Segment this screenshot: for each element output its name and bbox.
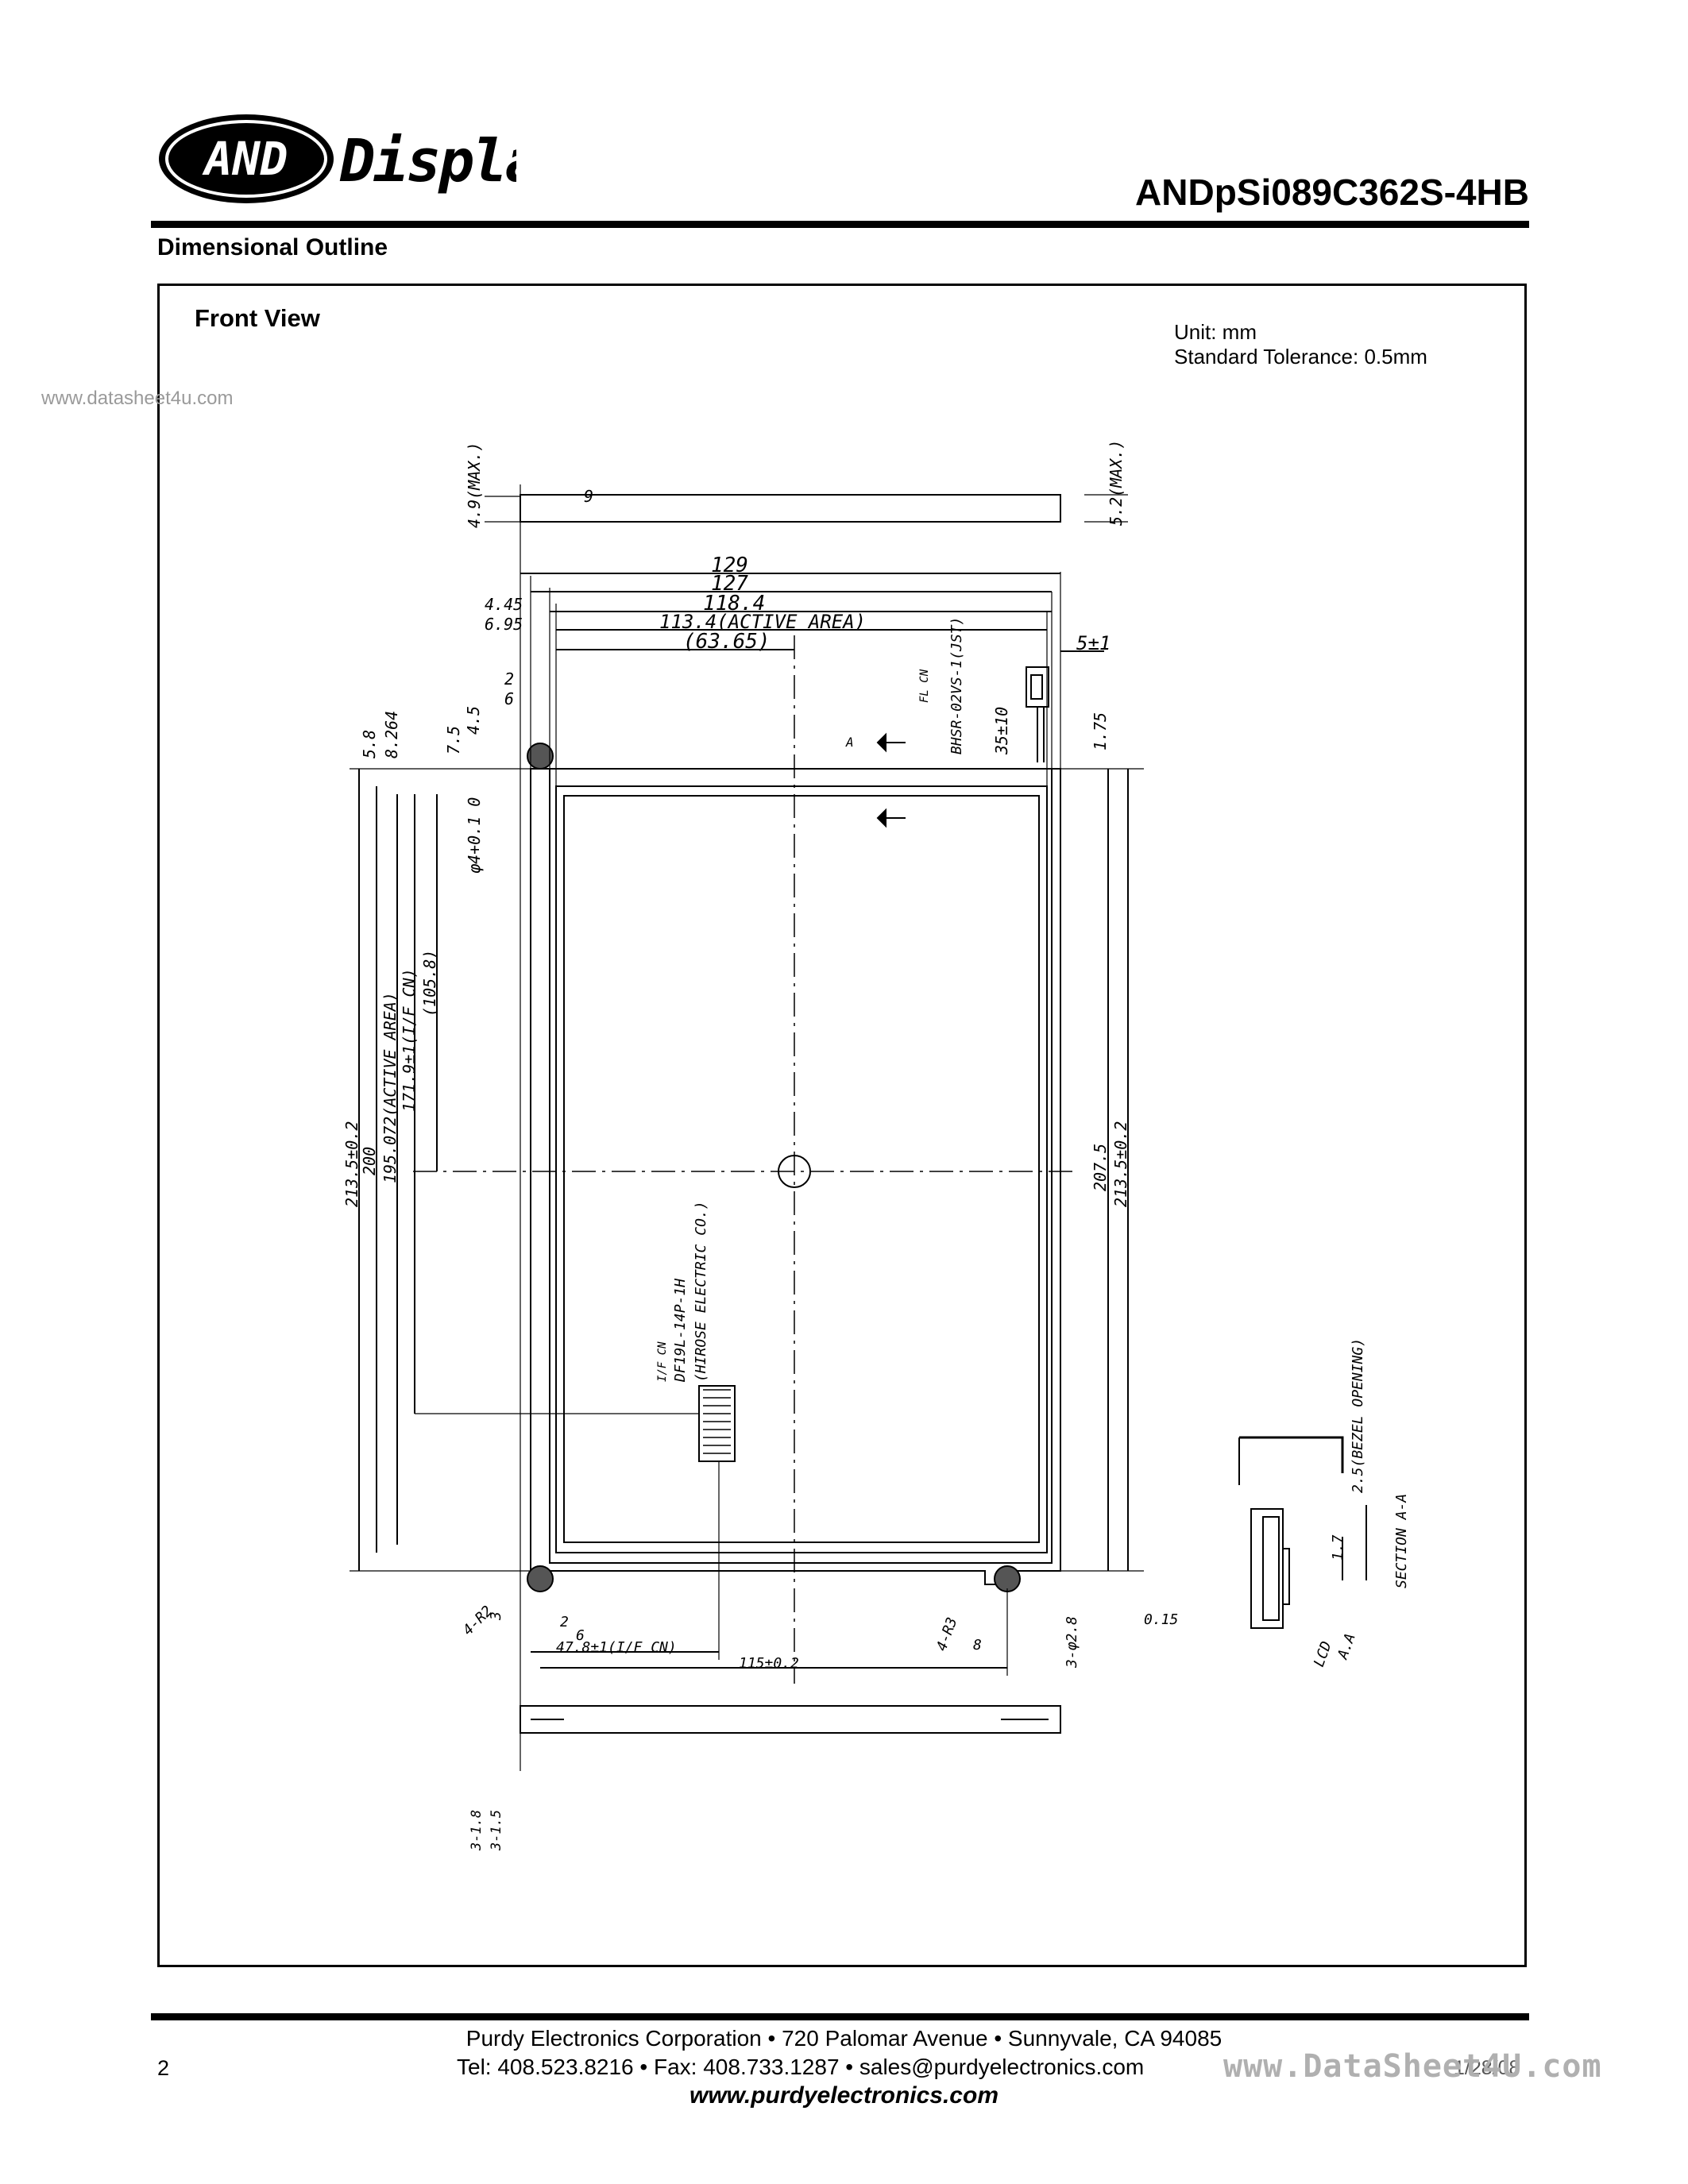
- center-mark: [778, 1155, 811, 1188]
- svg-text:(63.65): (63.65): [683, 630, 771, 654]
- logo-oval: [159, 114, 334, 203]
- svg-text:2: 2: [560, 1614, 569, 1630]
- svg-text:129: 129: [711, 554, 748, 577]
- svg-text:6: 6: [504, 689, 514, 708]
- svg-text:6.95: 6.95: [485, 615, 523, 634]
- svg-text:8: 8: [973, 1637, 982, 1653]
- svg-text:BHSR-02VS-1(JST): BHSR-02VS-1(JST): [948, 617, 965, 754]
- svg-text:LCD: LCD: [1311, 1639, 1335, 1669]
- fl-connector: [1026, 666, 1049, 708]
- svg-text:8.264: 8.264: [382, 711, 401, 758]
- svg-text:2: 2: [504, 669, 514, 689]
- tolerance-label: Standard Tolerance: 0.5mm: [1174, 345, 1427, 369]
- dimensional-drawing: 129 127 118.4 113.4(ACTIVE AREA) (63.65)…: [342, 440, 1410, 1851]
- model-number: ANDpSi089C362S-4HB: [1135, 172, 1529, 213]
- svg-text:φ4+0.1 0: φ4+0.1 0: [465, 797, 484, 874]
- footer-contact: Tel: 408.523.8216 • Fax: 408.733.1287 • …: [457, 2055, 1145, 2079]
- svg-text:4.9(MAX.): 4.9(MAX.): [465, 442, 484, 528]
- svg-text:FL CN: FL CN: [918, 669, 931, 703]
- logo-displays-text: Displays: [339, 127, 516, 195]
- svg-text:118.4: 118.4: [703, 592, 765, 615]
- svg-text:3-φ2.8: 3-φ2.8: [1064, 1616, 1080, 1669]
- header-rule: [151, 221, 1529, 228]
- svg-text:3: 3: [488, 1611, 504, 1621]
- svg-text:SECTION A-A: SECTION A-A: [1393, 1494, 1410, 1588]
- unit-note: Unit: mm Standard Tolerance: 0.5mm: [1174, 320, 1427, 369]
- section-title: Dimensional Outline: [157, 234, 388, 260]
- drawing-frame: [157, 284, 1527, 1967]
- svg-text:DF19L-14P-1H: DF19L-14P-1H: [672, 1279, 689, 1383]
- svg-text:(HIROSE ELECTRIC CO.): (HIROSE ELECTRIC CO.): [693, 1201, 709, 1382]
- svg-text:5.8: 5.8: [360, 730, 379, 758]
- svg-text:0.15: 0.15: [1144, 1611, 1178, 1628]
- bottom-profile: [520, 1705, 1061, 1734]
- watermark-bottom: www.DataSheet4U.com: [1223, 2048, 1602, 2085]
- footer-company: Purdy Electronics Corporation • 720 Palo…: [465, 2026, 1223, 2051]
- svg-text:1.75: 1.75: [1091, 712, 1110, 751]
- svg-text:1.7: 1.7: [1330, 1534, 1346, 1561]
- svg-text:47.8±1(I/F CN): 47.8±1(I/F CN): [556, 1639, 677, 1656]
- footer-website[interactable]: www.purdyelectronics.com: [689, 2082, 999, 2109]
- svg-text:I/F CN: I/F CN: [656, 1341, 669, 1382]
- and-displays-logo: AND Displays: [151, 111, 606, 206]
- if-connector: [698, 1385, 736, 1462]
- watermark-top: www.datasheet4u.com: [41, 388, 234, 409]
- page-number: 2: [157, 2056, 170, 2080]
- active-area: [555, 785, 1048, 1553]
- svg-text:4.5: 4.5: [464, 706, 483, 735]
- svg-text:5±1: 5±1: [1076, 632, 1111, 654]
- svg-text:2.5(BEZEL OPENING): 2.5(BEZEL OPENING): [1350, 1338, 1366, 1493]
- svg-text:4.45: 4.45: [485, 595, 523, 614]
- svg-text:A: A: [845, 735, 854, 750]
- logo-and-text: AND: [202, 132, 288, 186]
- svg-text:213.5±0.2: 213.5±0.2: [342, 1121, 361, 1207]
- svg-text:35±10: 35±10: [992, 707, 1011, 755]
- svg-text:3-1.5: 3-1.5: [489, 1810, 504, 1851]
- section-bezel: [1239, 1436, 1344, 1473]
- svg-text:171.9±1(I/F CN): 171.9±1(I/F CN): [400, 968, 419, 1112]
- view-title: Front View: [195, 304, 320, 332]
- svg-text:115±0.2: 115±0.2: [739, 1655, 799, 1672]
- svg-text:6: 6: [576, 1627, 585, 1644]
- svg-text:3-1.8: 3-1.8: [469, 1810, 485, 1851]
- svg-text:200: 200: [360, 1147, 379, 1175]
- svg-text:7.5: 7.5: [444, 726, 463, 754]
- svg-text:207.5: 207.5: [1091, 1144, 1110, 1191]
- svg-text:A.A: A.A: [1335, 1631, 1359, 1662]
- svg-text:127: 127: [711, 572, 748, 596]
- svg-text:5.2(MAX.): 5.2(MAX.): [1107, 440, 1126, 526]
- svg-text:4-R3: 4-R3: [933, 1615, 961, 1653]
- svg-text:195.072(ACTIVE AREA): 195.072(ACTIVE AREA): [380, 992, 400, 1183]
- top-profile: [520, 494, 1061, 523]
- document-date: 1/28/08: [1454, 2057, 1520, 2079]
- svg-text:213.5±0.2: 213.5±0.2: [1111, 1121, 1130, 1207]
- footer-rule: [151, 2013, 1529, 2020]
- svg-text:(105.8): (105.8): [420, 950, 439, 1017]
- svg-text:9: 9: [584, 487, 593, 506]
- unit-label: Unit: mm: [1174, 320, 1257, 344]
- svg-text:113.4(ACTIVE AREA): 113.4(ACTIVE AREA): [659, 611, 866, 633]
- module-outline: [530, 768, 1061, 1585]
